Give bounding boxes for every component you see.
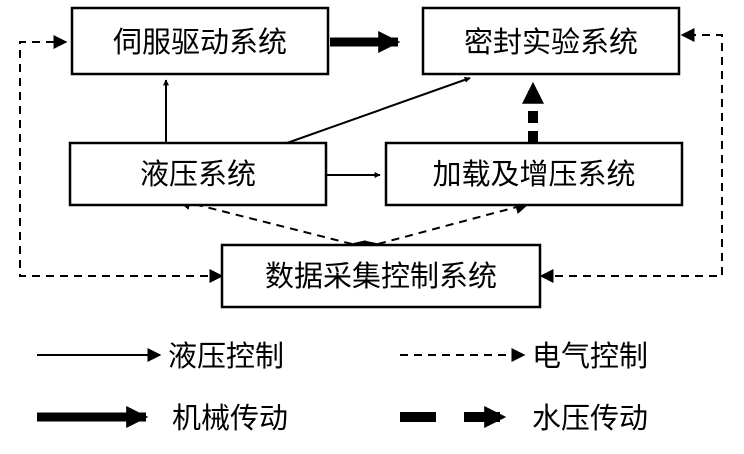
node-loading-label: 加载及增压系统 [432, 157, 635, 191]
electric-loop-daq-to-servo [19, 35, 224, 283]
node-hydraulic-label: 液压系统 [140, 157, 256, 191]
node-servo-label: 伺服驱动系统 [113, 25, 287, 59]
node-seal-label: 密封实验系统 [464, 25, 638, 59]
electric-loop-daq-to-seal [539, 28, 723, 283]
legend-water-pressure-transmission-label: 水压传动 [532, 401, 648, 435]
node-hydraulic-system: 液压系统 [68, 141, 328, 207]
hydraulic-arrow-to-seal [286, 76, 471, 144]
node-servo-drive-system: 伺服驱动系统 [70, 6, 330, 76]
electric-arrow-daq-hydraulic [176, 196, 366, 254]
node-seal-test-system: 密封实验系统 [421, 6, 681, 76]
node-loading-boost-system: 加载及增压系统 [384, 141, 684, 207]
electric-arrow-daq-loading [364, 200, 530, 255]
legend-electric-control-label: 电气控制 [532, 339, 648, 373]
node-daq-label: 数据采集控制系统 [265, 259, 497, 293]
legend: 液压控制 电气控制 机械传动 水压传动 [37, 339, 648, 435]
legend-hydraulic-control-label: 液压控制 [168, 339, 284, 373]
legend-mechanical-transmission-label: 机械传动 [172, 401, 288, 435]
node-data-acquisition-system: 数据采集控制系统 [220, 243, 542, 309]
